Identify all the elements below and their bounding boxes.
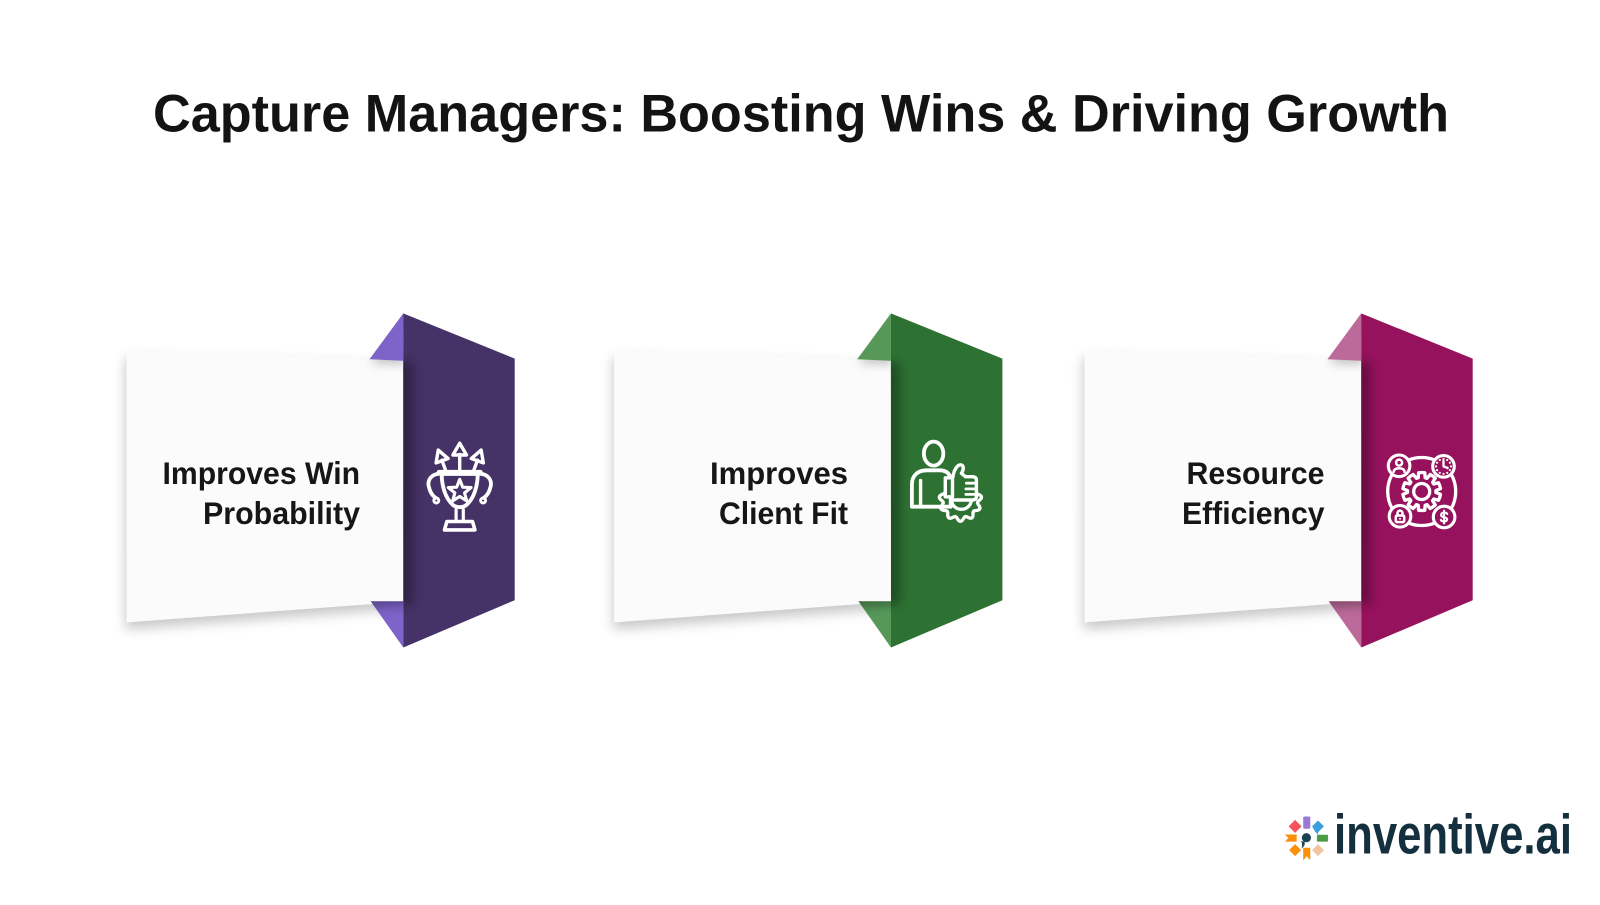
svg-text:Improves: Improves: [710, 455, 848, 491]
svg-text:Capture Managers: Boosting Win: Capture Managers: Boosting Wins & Drivin…: [153, 85, 1449, 144]
svg-text:Resource: Resource: [1187, 455, 1325, 491]
svg-text:Probability: Probability: [203, 495, 360, 531]
svg-text:Client Fit: Client Fit: [719, 495, 848, 531]
svg-text:Improves Win: Improves Win: [163, 455, 361, 491]
svg-text:inventive.ai: inventive.ai: [1334, 803, 1572, 866]
svg-text:Efficiency: Efficiency: [1182, 495, 1325, 531]
